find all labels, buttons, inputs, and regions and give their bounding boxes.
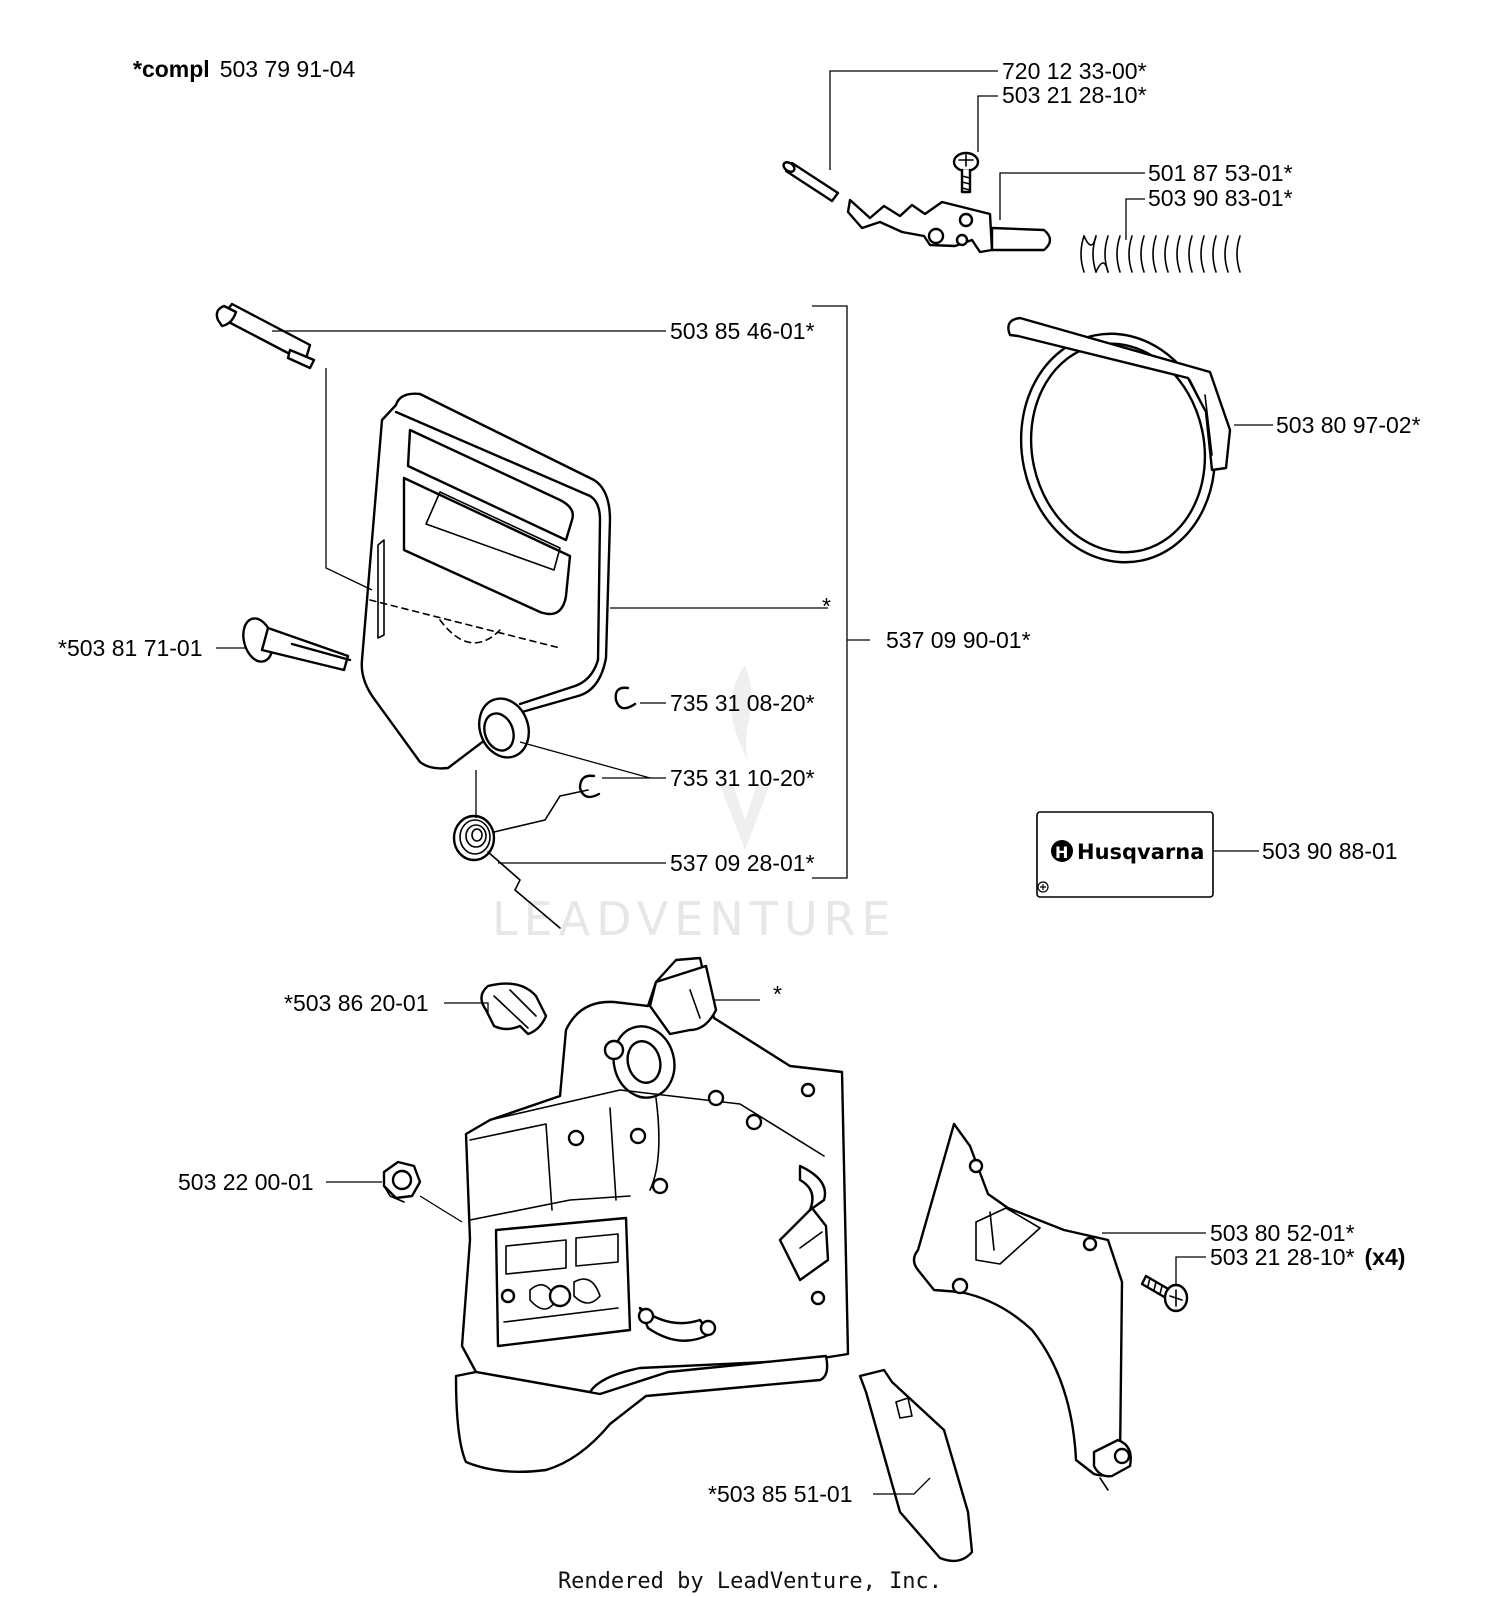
nut-503-22-00-01 [382, 1160, 422, 1203]
label-503-21-28-10-bottom: 503 21 28-10* (x4) [1210, 1244, 1405, 1270]
label-x4: (x4) [1365, 1244, 1406, 1270]
footer-credit: Rendered by LeadVenture, Inc. [558, 1569, 942, 1594]
clutch-cover [360, 392, 612, 770]
svg-text:H: H [1055, 843, 1068, 862]
circlip-735-31-10-20 [578, 774, 601, 799]
watermark-text: LEADVENTURE [492, 892, 897, 946]
compl-number: 503 79 91-04 [220, 56, 356, 82]
label-503-85-51-01: *503 85 51-01 [708, 1481, 853, 1507]
label-503-21-28-10-top: 503 21 28-10* [1002, 82, 1147, 108]
bolt-503-85-46-01 [215, 302, 316, 370]
compl-heading: *compl 503 79 91-04 [133, 56, 355, 82]
part-labels: 720 12 33-00* 503 21 28-10* 501 87 53-01… [58, 58, 1421, 1507]
compl-prefix: *compl [133, 56, 210, 82]
label-cover-star: * [822, 593, 831, 619]
label-503-80-52-01: 503 80 52-01* [1210, 1220, 1355, 1246]
chain-guide-plate-503-80-52-01 [912, 1122, 1132, 1491]
watermark: LEADVENTURE [492, 665, 897, 946]
label-503-81-71-01: *503 81 71-01 [58, 635, 203, 661]
label-735-31-08-20: 735 31 08-20* [670, 690, 815, 716]
label-503-90-83-01: 503 90 83-01* [1148, 185, 1293, 211]
label-503-86-20-01: *503 86 20-01 [284, 990, 429, 1016]
label-537-09-90-01: 537 09 90-01* [886, 627, 1031, 653]
husqvarna-logo-icon: H [1051, 840, 1073, 862]
spring-537-09-28-01 [452, 789, 589, 929]
spring-503-90-83-01 [1080, 235, 1241, 273]
label-503-22-00-01: 503 22 00-01 [178, 1169, 314, 1195]
decal-hole-icon [1037, 881, 1049, 893]
label-501-87-53-01: 501 87 53-01* [1148, 160, 1293, 186]
brake-band-503-80-97-02 [1007, 316, 1232, 564]
label-537-09-28-01: 537 09 28-01* [670, 850, 815, 876]
sleeve-503-86-20-01 [480, 982, 548, 1036]
circlip-735-31-08-20 [614, 686, 637, 710]
label-bracket-star: * [773, 981, 782, 1007]
label-503-80-97-02: 503 80 97-02* [1276, 412, 1421, 438]
brake-lever-501-87-53-01 [846, 198, 1052, 254]
label-503-85-46-01: 503 85 46-01* [670, 318, 815, 344]
label-503-90-88-01: 503 90 88-01 [1262, 838, 1398, 864]
label-720-12-33-00: 720 12 33-00* [1002, 58, 1147, 84]
label-503-21-28-10-bottom-number: 503 21 28-10* [1210, 1244, 1355, 1270]
cover-plate-503-85-51-01 [858, 1368, 974, 1563]
leader-lines [216, 70, 1273, 1495]
clutch-housing-bracket [454, 956, 850, 1473]
screw-503-21-28-10-top [952, 151, 980, 194]
pin-720-12-33-00 [782, 161, 840, 203]
decal-brand-text: Husqvarna [1077, 840, 1204, 864]
label-735-31-10-20: 735 31 10-20* [670, 765, 815, 791]
decal-503-90-88-01: H Husqvarna [1036, 811, 1214, 898]
screw-503-21-28-10-bottom [1140, 1274, 1189, 1313]
pin-503-81-71-01 [242, 617, 352, 672]
